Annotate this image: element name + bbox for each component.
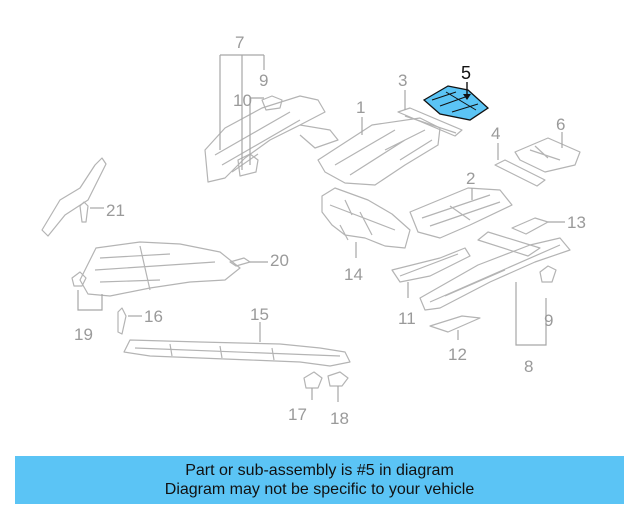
part-18-bracket <box>327 371 349 387</box>
callout-12: 12 <box>448 345 467 364</box>
callout-9-top: 9 <box>259 71 268 90</box>
part-15-long-side-panel <box>123 339 351 367</box>
info-banner: Part or sub-assembly is #5 in diagram Di… <box>15 456 624 504</box>
callout-10: 10 <box>233 91 252 110</box>
part-19-underbody-shield <box>71 241 241 297</box>
part-1-front-floor <box>317 117 441 186</box>
part-21-support-bracket <box>41 157 107 237</box>
part-3-cross-member <box>397 107 463 137</box>
part-14-front-cross-member <box>321 187 411 249</box>
part-7-side-rail <box>204 95 339 183</box>
callout-18: 18 <box>330 409 349 428</box>
callout-5: 5 <box>461 63 471 83</box>
part-16-hose <box>117 307 127 335</box>
callout-11: 11 <box>398 309 416 328</box>
leader-19 <box>77 290 103 311</box>
leader-7 <box>219 54 265 170</box>
part-13-bracket <box>511 217 549 235</box>
leader-8 <box>515 282 547 346</box>
leader-5-arrowhead <box>463 94 471 100</box>
callout-16: 16 <box>144 307 163 326</box>
part-2-center-floor <box>409 187 513 239</box>
callout-17: 17 <box>288 405 307 424</box>
callout-21: 21 <box>106 201 125 220</box>
part-11-inner-sill <box>391 247 471 283</box>
part-12-reinforcement <box>429 315 481 333</box>
part-8-rocker-panel <box>419 231 571 311</box>
parts-diagram: 7 9 10 1 3 5 4 6 2 13 <box>41 33 586 428</box>
callout-7: 7 <box>235 33 244 52</box>
part-4-rear-cross-member <box>494 159 546 187</box>
callout-1: 1 <box>356 98 365 117</box>
callout-20: 20 <box>270 251 289 270</box>
callout-2: 2 <box>466 169 475 188</box>
part-5-rear-floor-pan <box>422 85 490 121</box>
banner-line-1: Part or sub-assembly is #5 in diagram <box>185 462 454 479</box>
banner-line-2: Diagram may not be specific to your vehi… <box>164 481 475 498</box>
part-17-bracket <box>303 371 323 389</box>
callout-19: 19 <box>74 325 93 344</box>
callout-4: 4 <box>491 124 500 143</box>
callout-8: 8 <box>524 357 533 376</box>
callout-14: 14 <box>344 265 363 284</box>
callout-15: 15 <box>250 305 269 324</box>
callout-3: 3 <box>398 71 407 90</box>
callout-13: 13 <box>567 213 586 232</box>
callout-9-bottom: 9 <box>544 311 553 330</box>
part-6-rear-panel <box>514 137 581 173</box>
part-9-bracket <box>539 265 557 283</box>
callout-6: 6 <box>556 115 565 134</box>
